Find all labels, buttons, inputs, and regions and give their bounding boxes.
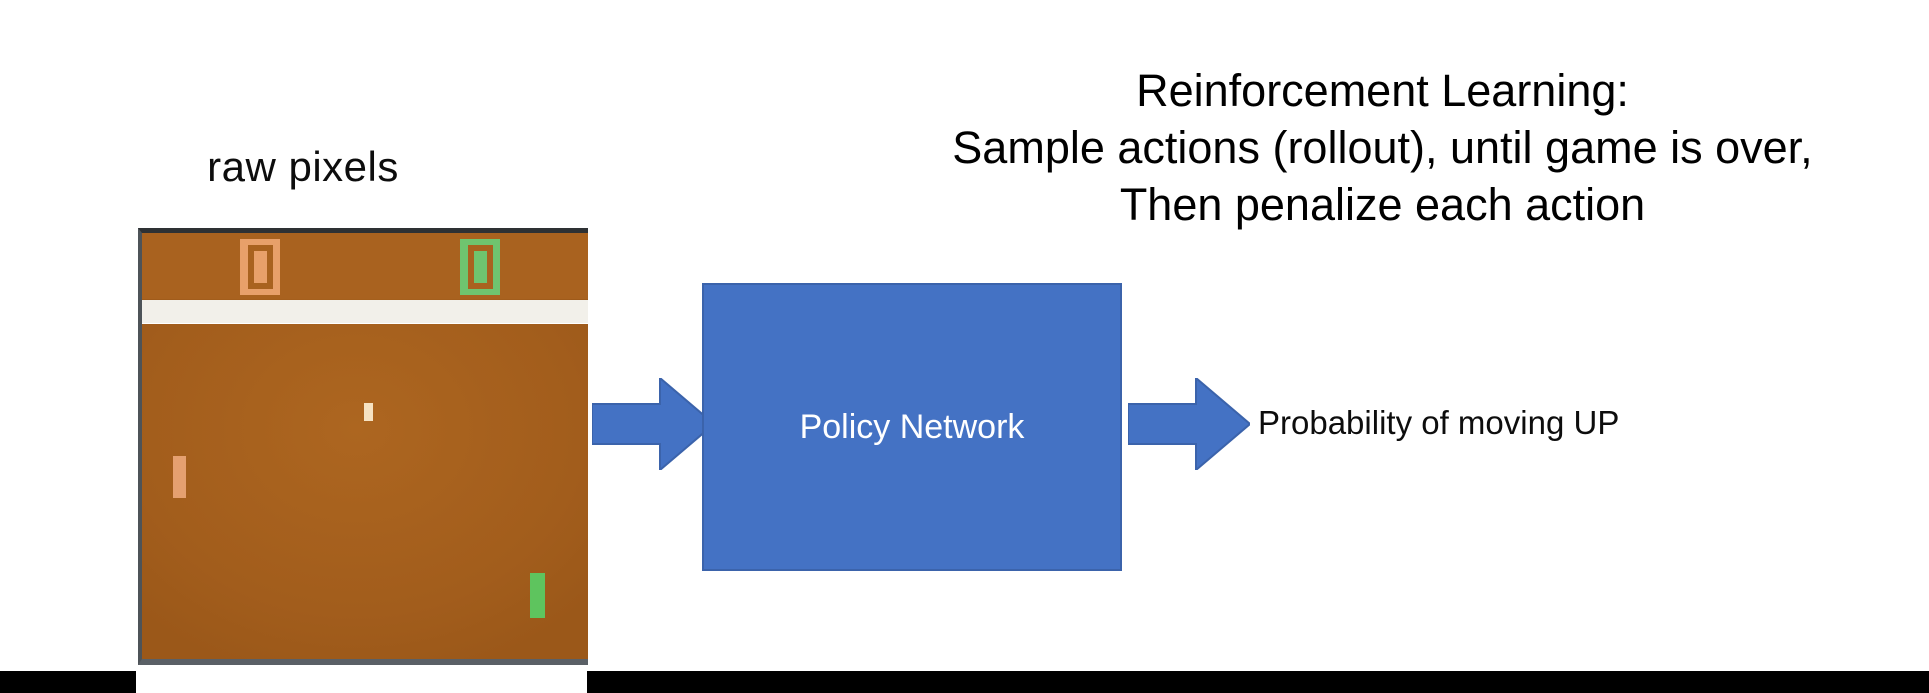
score-digit-right xyxy=(460,239,500,295)
output-label: Probability of moving UP xyxy=(1258,404,1620,441)
pong-game-screen xyxy=(138,228,588,665)
pong-ball xyxy=(364,403,373,421)
right-block-arrow-icon xyxy=(1128,378,1250,470)
policy-network-label: Policy Network xyxy=(799,407,1025,446)
black-bar-left xyxy=(0,671,136,693)
page-title: Reinforcement Learning: Sample actions (… xyxy=(836,62,1929,233)
pong-paddle-left xyxy=(173,456,186,498)
policy-network-box[interactable]: Policy Network xyxy=(702,283,1122,571)
score-zero-glyph-right xyxy=(467,245,493,289)
raw-pixels-caption: raw pixels xyxy=(207,143,399,190)
heading-line-3: Then penalize each action xyxy=(1119,179,1646,231)
pong-divider-line xyxy=(142,300,588,323)
score-digit-left xyxy=(240,239,280,295)
right-block-arrow-icon xyxy=(592,378,714,470)
black-bar-right xyxy=(587,671,1929,693)
pong-paddle-right xyxy=(530,573,545,618)
heading-line-1: Reinforcement Learning: xyxy=(1136,65,1629,116)
score-zero-glyph-left xyxy=(247,245,273,289)
heading-line-2: Sample actions (rollout), until game is … xyxy=(952,122,1813,174)
pong-score-band xyxy=(142,233,588,299)
